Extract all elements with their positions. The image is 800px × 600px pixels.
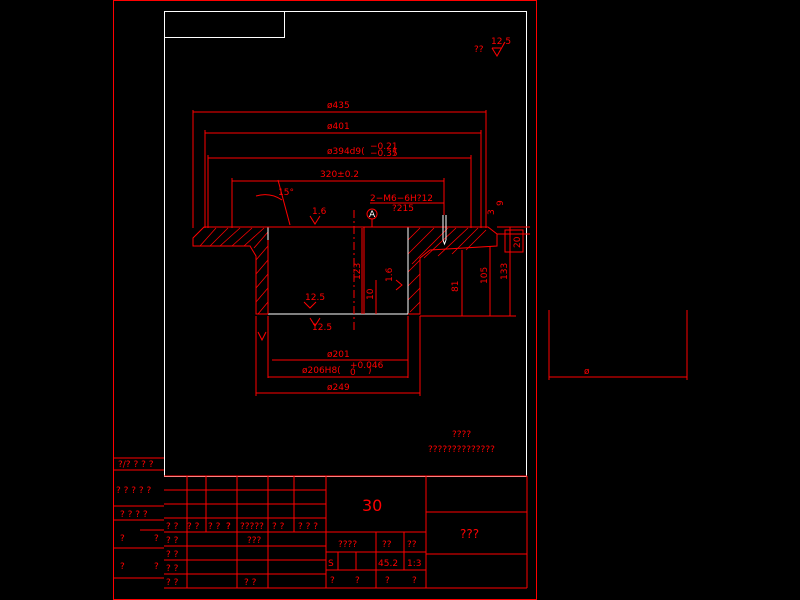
weight-label: ?? <box>382 540 392 550</box>
cell-q3: ??? <box>247 536 262 546</box>
header-cell-4: ? <box>226 522 231 532</box>
cell-q3b: ? ? <box>244 578 257 588</box>
row-label-5: ? ? <box>166 578 179 588</box>
dim-d201: ø201 <box>327 350 350 360</box>
dim-d435: ø435 <box>327 101 350 111</box>
dim-d206-tol-upper: +0.046 <box>350 361 384 371</box>
dim-81: 81 <box>451 281 461 292</box>
side-s5b: ? <box>154 562 159 572</box>
dim-d206: ø206H8( <box>302 366 341 376</box>
bottom-cell-2: ? <box>355 576 360 586</box>
dim-angle-15: 15° <box>278 188 294 198</box>
left-strip-block: ?/? ? ? ? ? ? ? ? ? ? ? ? ? ? ? ? ? <box>113 457 164 579</box>
dim-9: 9 <box>496 200 506 206</box>
side-s4b: ? <box>154 534 159 544</box>
thread-callout-a: 2−M6−6H?12 <box>370 194 433 204</box>
dim-105: 105 <box>480 267 490 284</box>
dim-d394-tol-upper: −0.21 <box>370 142 398 152</box>
s-mark: S <box>328 559 334 569</box>
row-label-2: ? ? <box>166 536 179 546</box>
header-cell-6: ? ? <box>272 522 285 532</box>
rough-125b: 12.5 <box>312 323 332 333</box>
bottom-cell-3: ? <box>385 576 390 586</box>
header-cell-1: ? ? <box>187 522 200 532</box>
notes-body: ?????????????? <box>428 445 495 455</box>
side-s2: ? ? ? ? ? <box>116 486 152 496</box>
scale-value: 1:3 <box>407 559 421 569</box>
code-box <box>164 11 285 38</box>
header-cell-5: ????? <box>240 522 264 532</box>
dim-123: 123 <box>353 263 363 280</box>
side-s4a: ? <box>120 534 125 544</box>
dimensions: ø435 ø401 ø394d9( −0.21 −0.35 ) 320±0.2 … <box>192 101 530 396</box>
roughness-note: ?? <box>474 45 484 55</box>
rough-125a: 12.5 <box>305 293 325 303</box>
title-block: 30 ??? ? ? ? ? ? ? ? ? ? ? ? ? ? ? ? ? ?… <box>164 475 528 589</box>
dim-d249: ø249 <box>327 383 350 393</box>
dim-d394-close: ) <box>393 147 397 157</box>
dim-d394-tol-lower: −0.35 <box>370 149 398 159</box>
dim-d206-tol-lower: 0 <box>350 368 356 378</box>
left-hatching <box>199 227 269 315</box>
dim-d394: ø394d9( <box>327 147 365 157</box>
part-section <box>192 210 498 330</box>
datum-a-label: A <box>369 210 376 220</box>
right-hatching <box>407 227 487 313</box>
stage-label: ???? <box>338 540 357 550</box>
weight-value: 45.2 <box>378 559 398 569</box>
notes-title: ???? <box>452 430 471 440</box>
side-s3: ? ? ? ? <box>120 510 148 520</box>
dim-320: 320±0.2 <box>320 170 359 180</box>
row-label-4: ? ? <box>166 564 179 574</box>
dim-10: 10 <box>366 288 376 300</box>
header-cell-7: ? ? ? <box>298 522 318 532</box>
bottom-cell-4: ? <box>412 576 417 586</box>
rough-16b: 1.6 <box>385 267 395 282</box>
row-label-1: ? ? <box>166 522 179 532</box>
side-s1: ?/? ? ? ? <box>118 460 154 470</box>
side-note: ø <box>584 367 590 377</box>
dim-3: 3 <box>487 209 497 215</box>
dim-d401: ø401 <box>327 122 350 132</box>
row-label-3: ? ? <box>166 550 179 560</box>
header-cell-3: ? <box>226 522 231 532</box>
title-name: ??? <box>460 527 479 541</box>
header-cell-2: ? ? <box>208 522 221 532</box>
roughness-symbol-icon: 12.5 <box>491 37 511 57</box>
roughness-value: 12.5 <box>491 37 511 47</box>
title-code: 30 <box>362 496 382 515</box>
thread-callout-b: ?215 <box>392 204 414 214</box>
side-s5a: ? <box>120 562 125 572</box>
dim-20: 20 <box>513 236 523 248</box>
dim-133: 133 <box>500 263 510 280</box>
rough-16a: 1.6 <box>312 207 327 217</box>
scale-label: ?? <box>407 540 417 550</box>
dim-d206-close: ) <box>368 366 372 376</box>
bottom-cell-1: ? <box>330 576 335 586</box>
side-bracket: ø <box>548 310 688 380</box>
